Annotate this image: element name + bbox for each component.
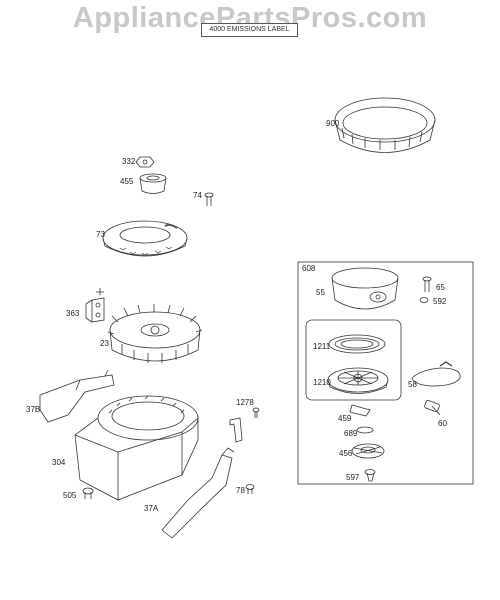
callout-363: 363 (66, 309, 80, 318)
callout-78: 78 (236, 486, 245, 495)
callout-592: 592 (433, 297, 447, 306)
part-73-screen (102, 220, 188, 257)
part-505-screw (82, 487, 94, 499)
part-689-washer (356, 426, 374, 434)
part-1211-spring (328, 334, 386, 354)
part-363-ignition-bracket (85, 288, 105, 323)
callout-58: 58 (408, 380, 417, 389)
part-455-spacer (139, 173, 167, 194)
callout-455: 455 (120, 177, 134, 186)
callout-1278: 1278 (236, 398, 254, 407)
part-459-pawl (349, 404, 371, 417)
kit-608-box (297, 261, 474, 485)
callout-597: 597 (346, 473, 360, 482)
callout-505: 505 (63, 491, 77, 500)
callout-456: 456 (339, 449, 353, 458)
callout-304: 304 (52, 458, 66, 467)
callout-608: 608 (302, 264, 316, 273)
part-65-screw (422, 276, 432, 292)
part-304-blower-housing (74, 395, 199, 501)
callout-23: 23 (100, 339, 109, 348)
callout-459: 459 (338, 414, 352, 423)
part-592-washer (419, 297, 429, 303)
sub-kit-box (305, 319, 402, 401)
part-456-retainer (351, 443, 385, 459)
callout-60: 60 (438, 419, 447, 428)
callout-55: 55 (316, 288, 325, 297)
callout-1211: 1211 (313, 342, 331, 351)
part-74-screw (204, 192, 214, 206)
callout-74: 74 (193, 191, 202, 200)
part-597-screw (364, 469, 376, 482)
part-1210-pulley (327, 367, 389, 394)
part-332-nut (135, 156, 155, 168)
callout-37a: 37A (144, 504, 159, 513)
callout-332: 332 (122, 157, 136, 166)
part-37b-air-baffle (39, 369, 115, 423)
emissions-label-box: 4000 EMISSIONS LABEL (201, 23, 298, 37)
callout-37b: 37B (26, 405, 41, 414)
part-58-starter-rope (411, 361, 461, 387)
part-1278-bracket (229, 407, 260, 443)
part-78-screw (245, 484, 255, 494)
callout-900: 900 (326, 119, 340, 128)
part-23-flywheel (107, 304, 203, 363)
part-900-guard-ring (334, 97, 436, 153)
callout-689: 689 (344, 429, 358, 438)
callout-1210: 1210 (313, 378, 331, 387)
part-37a-air-baffle (161, 447, 235, 539)
part-55-starter-housing (331, 267, 399, 310)
callout-73: 73 (96, 230, 105, 239)
callout-65: 65 (436, 283, 445, 292)
part-60-handle (424, 400, 441, 416)
